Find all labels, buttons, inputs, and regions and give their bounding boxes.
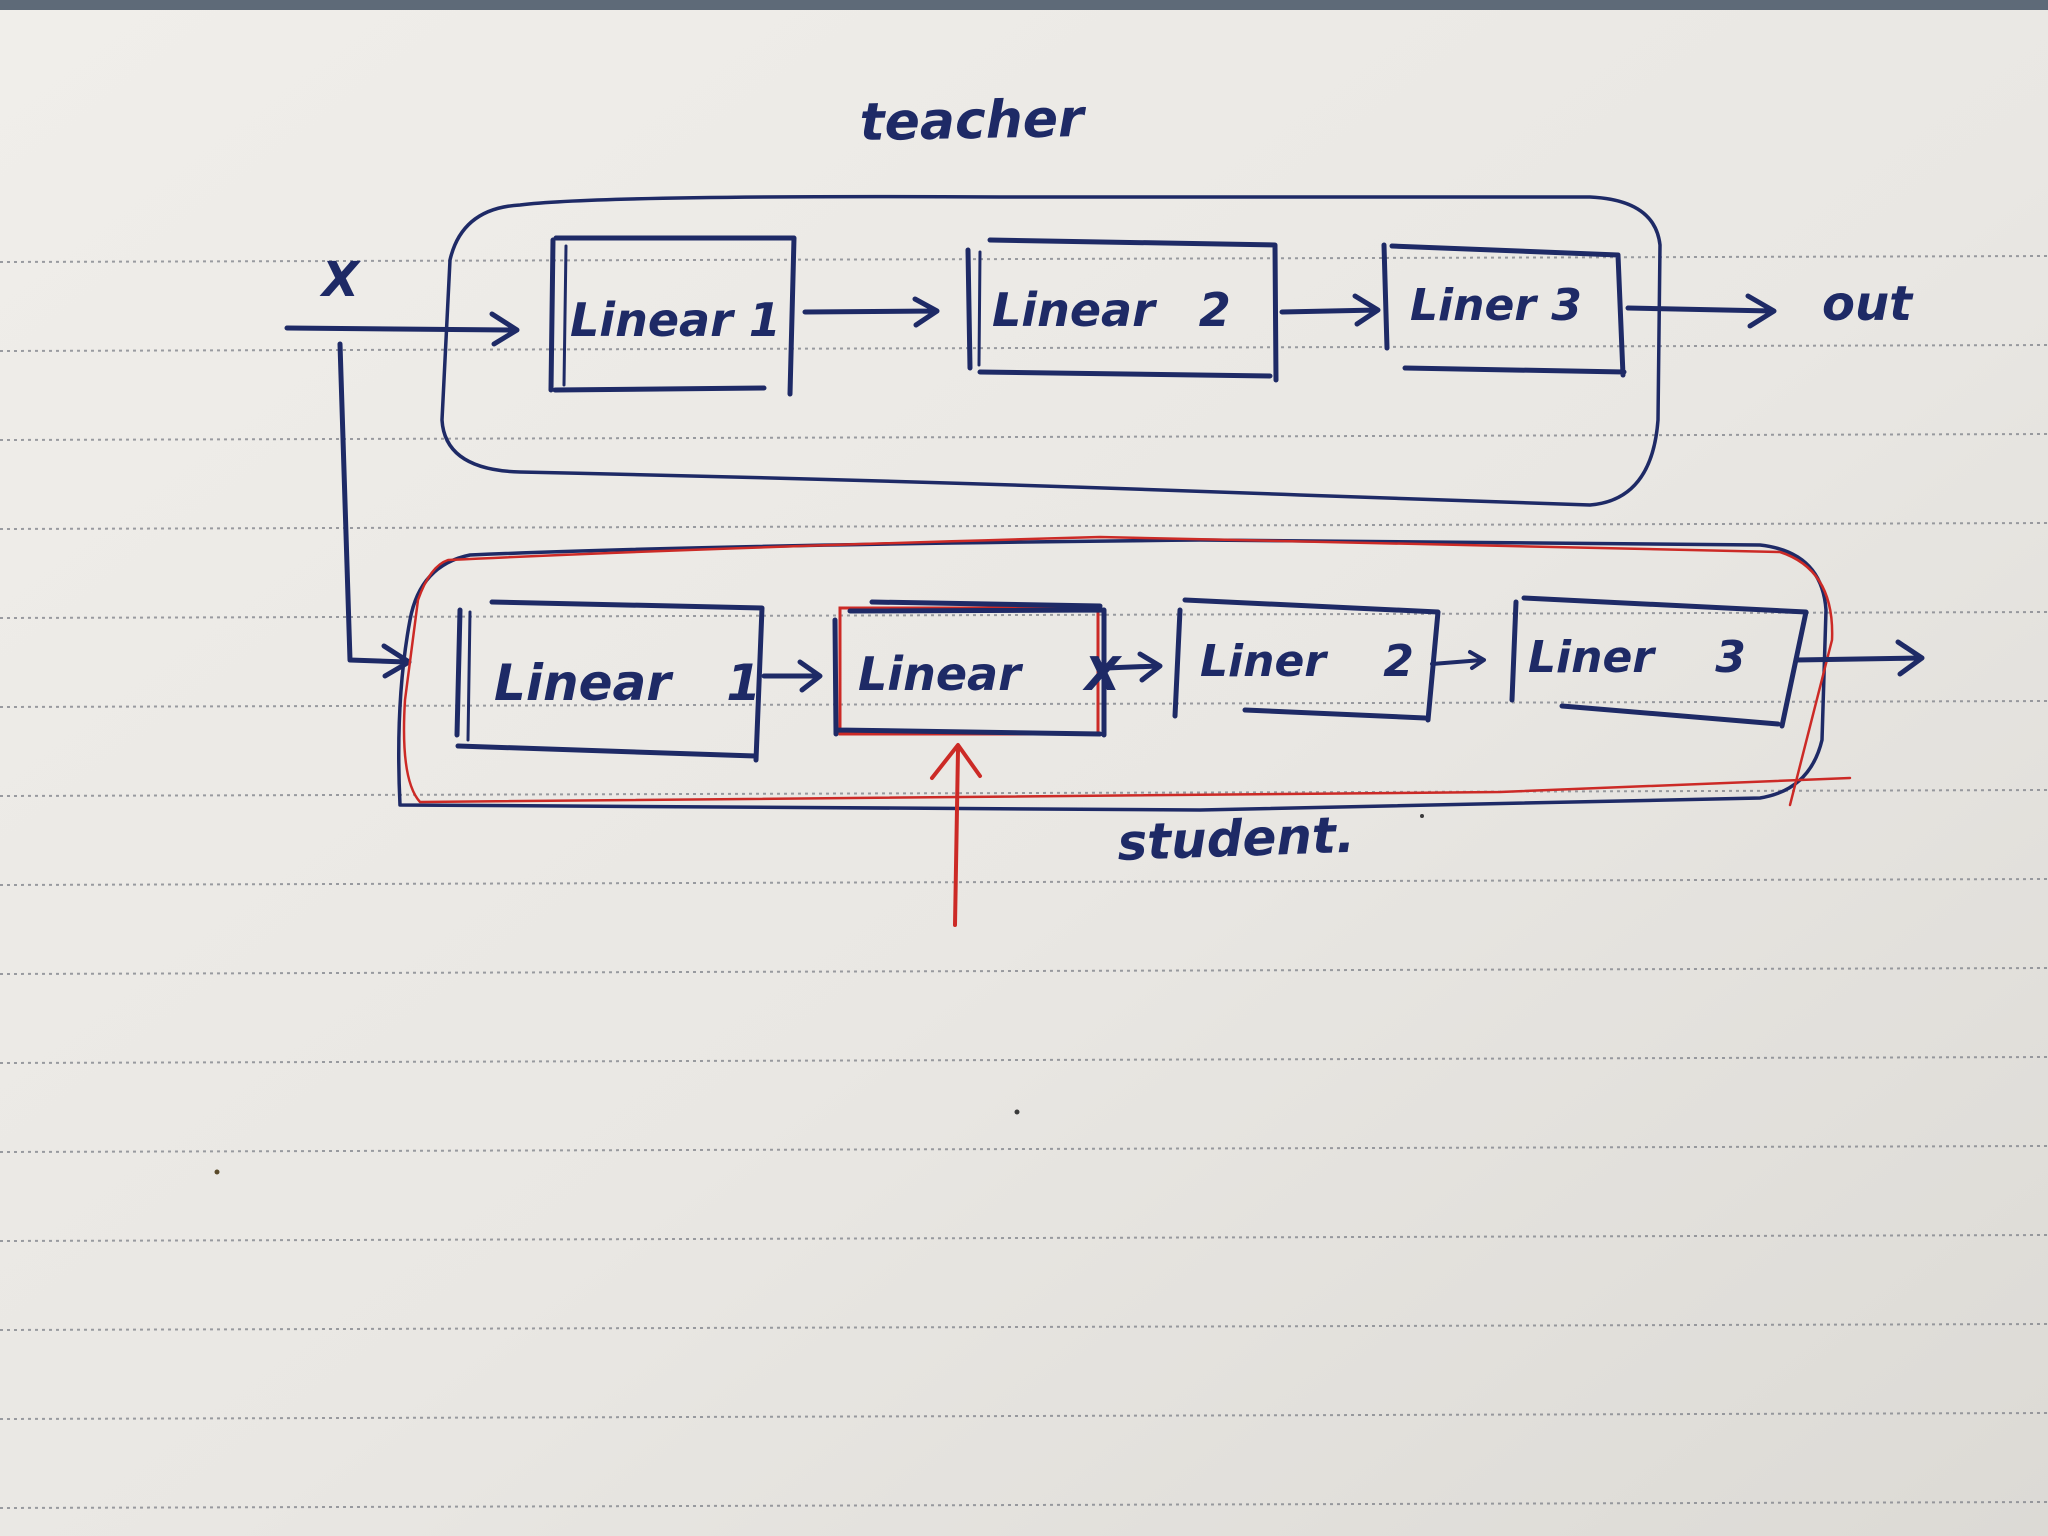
- teacher-layer-1-box-inner: [562, 244, 568, 387]
- teacher-container: [440, 194, 1662, 507]
- ruled-line: [0, 1145, 2048, 1153]
- ruled-line: [0, 433, 2048, 441]
- ruled-line: [0, 344, 2048, 352]
- ruled-line: [0, 1412, 2048, 1420]
- ruled-line: [0, 1501, 2048, 1509]
- student-layer-1-box: [454, 599, 765, 763]
- student-container-red: [402, 535, 1852, 807]
- student-layer-1-label: Linear 1: [494, 654, 761, 712]
- ruled-line: [0, 878, 2048, 886]
- student-layer-1-box-inner: [466, 610, 472, 742]
- student-layer-3: Liner 3: [1509, 595, 1809, 729]
- teacher-layer-2-box: [965, 237, 1279, 383]
- ruled-line: [0, 700, 2048, 708]
- ruled-line: [0, 1056, 2048, 1064]
- ruled-line: [0, 611, 2048, 619]
- student-layer-3-label: Liner 3: [1528, 632, 1746, 683]
- ruled-line: [0, 967, 2048, 975]
- output-arrow: [1625, 293, 1777, 329]
- top-edge-shadow: [0, 0, 2048, 10]
- student-layer-2: Liner 2: [1172, 597, 1441, 723]
- input-label: X: [319, 252, 361, 308]
- ruled-line: [0, 255, 2048, 263]
- arrow-t1-t2: [802, 296, 940, 328]
- student-layer-2-label: Liner 2: [1200, 636, 1414, 687]
- teacher-layer-3-label: Liner 3: [1410, 280, 1582, 331]
- paper-speck: [1014, 1109, 1020, 1115]
- teacher-layer-3-box: [1381, 242, 1627, 378]
- student-layer-1: Linear 1: [454, 599, 765, 763]
- teacher-layer-1-box: [548, 235, 797, 397]
- student-title: student.: [1116, 806, 1355, 872]
- student-layer-x-box: [832, 599, 1107, 738]
- paper-speck: [214, 1169, 220, 1175]
- teacher-group: teacher X Linear 1 Linear 2 Liner 3 out: [284, 89, 1914, 507]
- teacher-layer-1: Linear 1: [548, 235, 797, 397]
- paper-speck: [1420, 814, 1424, 818]
- ruled-line: [0, 789, 2048, 797]
- output-label: out: [1822, 276, 1914, 332]
- student-layer-x: Linear X: [832, 599, 1123, 738]
- student-layer-x-label: Linear X: [858, 647, 1123, 701]
- student-group: Linear 1 Linear X Liner 2 Liner 3 studen…: [397, 535, 1925, 927]
- student-layer-2-box: [1172, 597, 1441, 723]
- teacher-layer-3: Liner 3: [1381, 242, 1627, 378]
- teacher-layer-2-box-inner: [977, 250, 982, 367]
- student-output-arrow: [1793, 639, 1925, 677]
- ruled-line: [0, 1234, 2048, 1242]
- ruled-line: [0, 1323, 2048, 1331]
- teacher-layer-2-label: Linear 2: [992, 283, 1231, 337]
- red-pointer-arrow: [930, 743, 982, 927]
- arrow-t2-t3: [1279, 293, 1381, 327]
- input-arrow: [284, 311, 520, 347]
- teacher-title: teacher: [859, 89, 1087, 153]
- arrow-s2-s3: [1430, 650, 1486, 670]
- ruled-line: [0, 522, 2048, 530]
- student-layer-3-box: [1509, 595, 1809, 729]
- teacher-layer-1-label: Linear 1: [570, 293, 781, 347]
- teacher-layer-2: Linear 2: [965, 237, 1279, 383]
- arrow-sx-s2: [1103, 651, 1163, 683]
- arrow-s1-sx: [761, 659, 823, 693]
- ruled-lines: [0, 255, 2048, 1509]
